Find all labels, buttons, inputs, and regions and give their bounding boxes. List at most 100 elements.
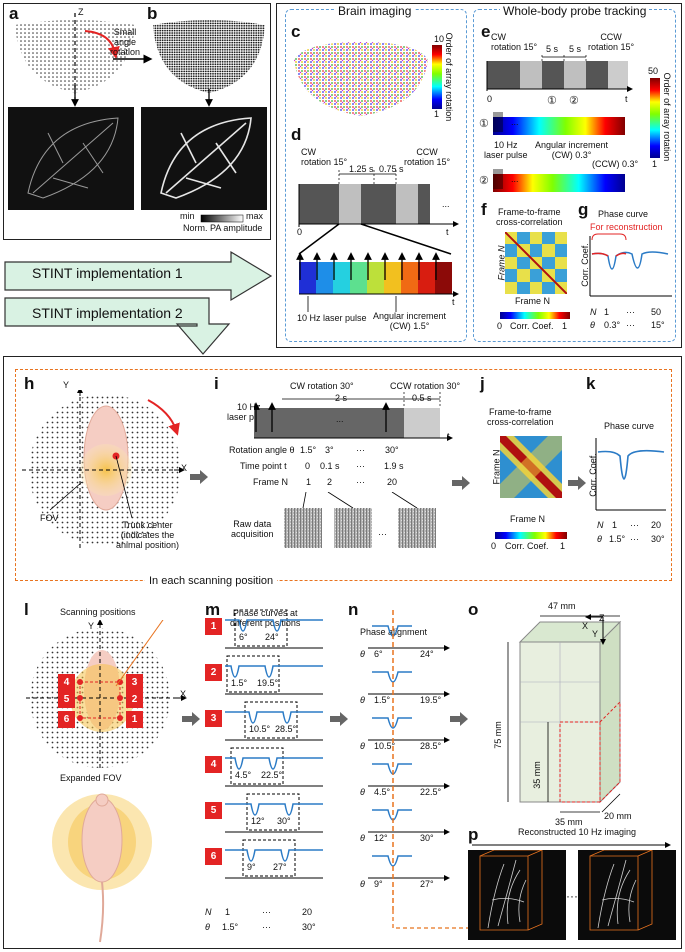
brain-cb-label: Order of array rotation: [444, 32, 455, 122]
m-badge: 1: [205, 618, 222, 635]
n-angle-end: 28.5°: [420, 741, 442, 751]
brain-t0: 0: [297, 227, 303, 237]
panel-label-d: d: [291, 125, 302, 144]
m-thdots: ···: [262, 922, 271, 932]
row3-label: Frame N: [253, 477, 289, 487]
row3-v3: 20: [387, 477, 398, 487]
panel-label-g: g: [578, 200, 589, 219]
brain-angular-increment: Angular increment (CW) 1.5°: [373, 311, 447, 331]
impl1-arrow: [4, 250, 273, 302]
panel-impl2-box: [3, 356, 682, 949]
row2-v3: 1.9 s: [384, 461, 404, 471]
n-title: Phase alignment: [360, 627, 428, 637]
g-thdots: ···: [626, 320, 635, 330]
panel-label-a: a: [9, 4, 19, 23]
whole-cb-top: 50: [648, 66, 659, 76]
f-colorbar: [500, 312, 570, 319]
m-Ndots: ···: [262, 907, 271, 917]
brain-imaging-title: Brain imaging: [335, 4, 415, 19]
brain-cw-label: CW rotation 15°: [301, 147, 348, 167]
n-theta-label: θ: [360, 695, 365, 705]
flow-arrow-m-n: [330, 712, 348, 726]
panel-label-b: b: [147, 4, 158, 23]
l-badge-2: 2: [126, 691, 143, 708]
i-cw: CW rotation 30°: [290, 381, 354, 391]
m-th2: 30°: [302, 922, 316, 932]
k-N1: 1: [612, 520, 618, 530]
panel-label-l: l: [24, 600, 29, 619]
k-th1: 1.5°: [609, 534, 626, 544]
n-theta-label: θ: [360, 649, 365, 659]
brain-t1: 1.25 s: [349, 164, 374, 174]
m-angle-start: 9°: [247, 862, 256, 872]
k-N2: 20: [651, 520, 662, 530]
row3-v2: ···: [356, 477, 365, 487]
k-phase-curve: [595, 438, 666, 511]
g-N2: 50: [651, 307, 662, 317]
k-ylabel: Corr. Coef.: [587, 453, 598, 497]
n-angle-end: 22.5°: [420, 787, 442, 797]
m-badge: 4: [205, 756, 222, 773]
o-volume-cube: [507, 614, 622, 813]
flow-arrow-j-k: [568, 476, 586, 490]
h-fov: FOV: [40, 513, 59, 523]
j-cb-label: Corr. Coef.: [505, 541, 549, 551]
whole-ccw-label: CCW rotation 15°: [588, 32, 635, 52]
panel-label-c: c: [291, 22, 301, 41]
i-2s: 2 s: [335, 393, 348, 403]
m-N2: 20: [302, 907, 313, 917]
k-thdots: ···: [630, 534, 639, 544]
m-phase-curve: [225, 839, 323, 879]
whole-t0: 0: [487, 94, 493, 104]
n-angle-start: 12°: [374, 833, 388, 843]
n-angle-end: 24°: [420, 649, 434, 659]
n-angle-start: 1.5°: [374, 695, 391, 705]
n-angle-end: 19.5°: [420, 695, 442, 705]
j-xlabel: Frame N: [510, 514, 546, 524]
flow-arrow-i-j: [452, 476, 470, 490]
whole-cw-bar: [493, 112, 625, 192]
row1-label: Rotation angle θ: [229, 445, 295, 455]
row2-v1: 0.1 s: [320, 461, 340, 471]
g-theta: θ: [590, 320, 595, 330]
l-badge-1: 1: [126, 711, 143, 728]
colored-hemisphere: [294, 42, 428, 116]
p-reconstruction-1: [468, 850, 566, 940]
whole-ang-cw: Angular increment (CW) 0.3°: [535, 140, 609, 160]
m-angle-end: 22.5°: [261, 770, 283, 780]
n-angle-end: 27°: [420, 879, 434, 889]
m-angle-start: 1.5°: [231, 678, 248, 688]
brain-ccw-label: CCW rotation 15°: [404, 147, 451, 167]
n-angle-end: 30°: [420, 833, 434, 843]
o-20: 20 mm: [604, 811, 632, 821]
k-th2: 30°: [651, 534, 665, 544]
o-z: Z: [599, 613, 605, 623]
l-badge-6: 6: [58, 711, 75, 728]
panel-cg-box: [276, 3, 682, 348]
whole-timeline: [486, 55, 633, 92]
o-x: X: [582, 621, 589, 631]
panel-label-j: j: [480, 374, 485, 393]
whole-t2: 5 s: [569, 44, 582, 54]
f-cb1: 1: [562, 321, 568, 331]
n-angle-start: 6°: [374, 649, 383, 659]
colorbar-min: min: [180, 211, 195, 221]
j-ylabel: Frame N: [491, 449, 502, 485]
colorbar-label: Norm. PA amplitude: [183, 223, 263, 233]
f-heatmap: [505, 232, 567, 294]
row2-v2: ···: [356, 461, 365, 471]
brain-timeline: [296, 170, 459, 312]
i-05s: 0.5 s: [412, 393, 432, 403]
whole-c2: ②: [569, 95, 579, 107]
panel-label-k: k: [586, 374, 596, 393]
row3-v0: 1: [306, 477, 312, 487]
row1-v2: ···: [356, 445, 365, 455]
n-theta-label: θ: [360, 833, 365, 843]
m-angle-start: 4.5°: [235, 770, 252, 780]
whole-c1-row: ①: [479, 118, 489, 130]
panel-label-n: n: [348, 600, 359, 619]
m-angle-end: 24°: [265, 632, 279, 642]
h-trunk-label: Trunk center (indicates the animal posit…: [116, 520, 180, 550]
n-theta-label: θ: [360, 741, 365, 751]
brain-colorbar: [432, 45, 442, 109]
